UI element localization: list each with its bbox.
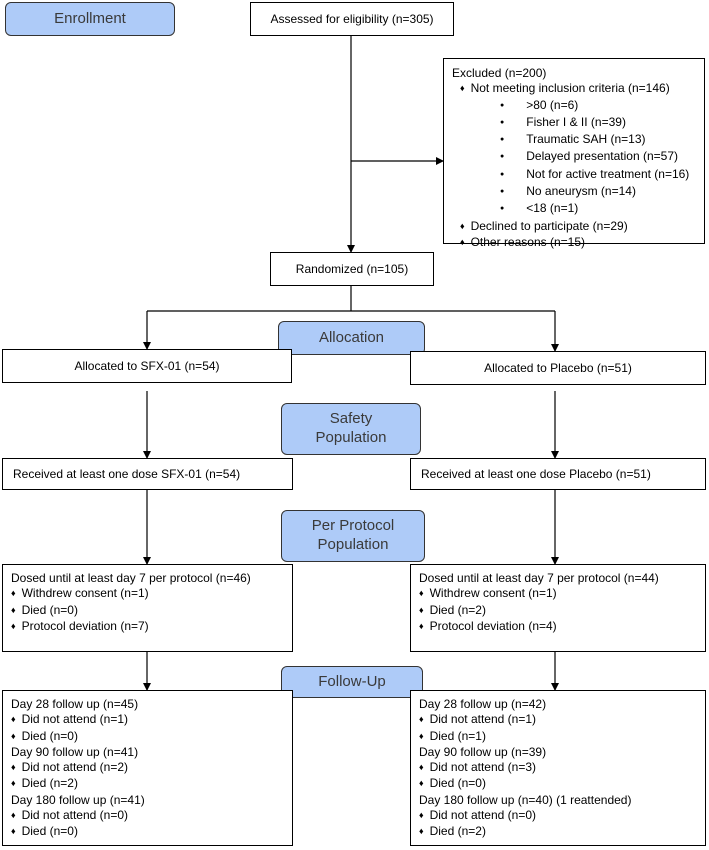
- day90-follow-up: Day 90 follow up (n=39): [419, 744, 547, 759]
- declined-item: Declined to participate (n=29): [452, 219, 696, 235]
- per-protocol-item: Withdrew consent (n=1): [11, 586, 284, 602]
- per-protocol-item: Protocol deviation (n=7): [11, 619, 284, 635]
- stage-safety-population: Safety Population: [281, 403, 421, 455]
- day180-follow-up: Day 180 follow up (n=40) (1 reattended): [419, 792, 632, 807]
- follow-up-item: Died (n=0): [11, 824, 284, 840]
- per-protocol-title: Dosed until at least day 7 per protocol …: [419, 571, 659, 585]
- other-reasons-item: Other reasons (n=15): [452, 235, 696, 251]
- follow-up-item: Died (n=0): [419, 776, 697, 792]
- follow-up-item: Died (n=2): [11, 776, 284, 792]
- criteria-item: Traumatic SAH (n=13): [452, 132, 696, 149]
- per-protocol-item: Died (n=0): [11, 603, 284, 619]
- stage-enrollment: Enrollment: [5, 2, 175, 36]
- follow-up-item: Died (n=2): [419, 824, 697, 840]
- per-protocol-item: Died (n=2): [419, 603, 697, 619]
- excluded-box: Excluded (n=200) Not meeting inclusion c…: [443, 58, 705, 249]
- follow-up-item: Did not attend (n=1): [419, 712, 697, 728]
- left-per-protocol-box: Dosed until at least day 7 per protocol …: [2, 564, 293, 652]
- criteria-item: >80 (n=6): [452, 98, 696, 115]
- stage-per-protocol-population: Per Protocol Population: [281, 510, 425, 562]
- per-protocol-item: Protocol deviation (n=4): [419, 619, 697, 635]
- assessed-box: Assessed for eligibility (n=305): [250, 2, 454, 36]
- follow-up-item: Did not attend (n=2): [11, 760, 284, 776]
- criteria-item: Fisher I & II (n=39): [452, 115, 696, 132]
- stage-follow-up: Follow-Up: [281, 666, 423, 698]
- follow-up-item: Died (n=1): [419, 729, 697, 745]
- per-protocol-title: Dosed until at least day 7 per protocol …: [11, 571, 251, 585]
- right-follow-up-box: Day 28 follow up (n=42) Did not attend (…: [410, 690, 706, 846]
- excluded-title: Excluded (n=200): [452, 66, 547, 80]
- randomized-box: Randomized (n=105): [270, 252, 434, 286]
- day28-follow-up: Day 28 follow up (n=42): [419, 697, 547, 711]
- left-allocated-box: Allocated to SFX-01 (n=54): [2, 349, 292, 383]
- criteria-item: No aneurysm (n=14): [452, 184, 696, 201]
- follow-up-item: Died (n=0): [11, 729, 284, 745]
- right-safety-box: Received at least one dose Placebo (n=51…: [410, 458, 706, 490]
- not-meeting-criteria: Not meeting inclusion criteria (n=146): [452, 81, 696, 97]
- right-allocated-box: Allocated to Placebo (n=51): [410, 351, 706, 385]
- follow-up-item: Did not attend (n=3): [419, 760, 697, 776]
- criteria-item: Delayed presentation (n=57): [452, 149, 696, 166]
- right-per-protocol-box: Dosed until at least day 7 per protocol …: [410, 564, 706, 652]
- day180-follow-up: Day 180 follow up (n=41): [11, 792, 145, 807]
- day28-follow-up: Day 28 follow up (n=45): [11, 697, 139, 711]
- follow-up-item: Did not attend (n=1): [11, 712, 284, 728]
- left-safety-box: Received at least one dose SFX-01 (n=54): [2, 458, 293, 490]
- stage-allocation: Allocation: [278, 321, 425, 355]
- day90-follow-up: Day 90 follow up (n=41): [11, 744, 139, 759]
- criteria-item: <18 (n=1): [452, 201, 696, 218]
- criteria-item: Not for active treatment (n=16): [452, 167, 696, 184]
- follow-up-item: Did not attend (n=0): [11, 808, 284, 824]
- per-protocol-item: Withdrew consent (n=1): [419, 586, 697, 602]
- left-follow-up-box: Day 28 follow up (n=45) Did not attend (…: [2, 690, 293, 846]
- follow-up-item: Did not attend (n=0): [419, 808, 697, 824]
